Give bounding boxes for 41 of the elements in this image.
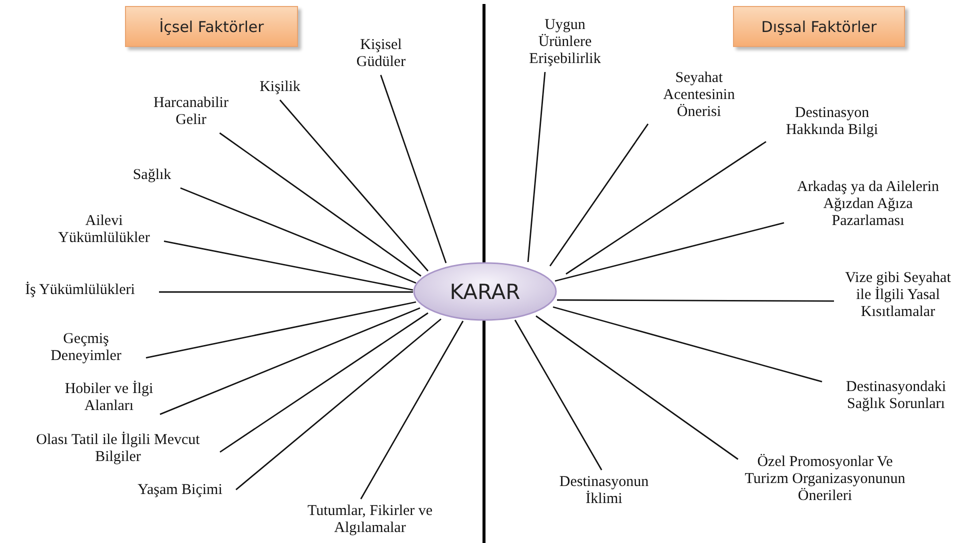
factor-label: Destinasyon Hakkında Bilgi (770, 105, 894, 139)
connector-line (180, 187, 416, 284)
connector-line (536, 315, 738, 460)
factor-label: Destinasyonun İklimi (553, 474, 655, 508)
category-header-box: Dışsal Faktörler (733, 6, 905, 47)
decision-ellipse: KARAR (413, 262, 557, 321)
factor-label: Özel Promosyonlar Ve Turizm Organizasyonunun Önerileri (742, 454, 908, 505)
factor-label: Tutumlar, Fikirler ve Algılamalar (288, 503, 452, 537)
factor-label: Hobiler ve İlgi Alanları (62, 381, 156, 415)
connector-line (549, 124, 649, 266)
factor-label: Olası Tatil ile İlgili Mevcut Bilgiler (20, 432, 216, 466)
factor-label: Harcanabilir Gelir (145, 95, 237, 129)
connector-line (159, 291, 413, 293)
factor-label: Vize gibi Seyahat ile İlgili Yasal Kısıtlamalar (838, 270, 958, 321)
connector-line (360, 320, 464, 500)
category-header-box: İçsel Faktörler (125, 6, 298, 47)
factor-label: Kişilik (245, 79, 315, 96)
connector-line (146, 301, 416, 359)
connector-line (219, 132, 422, 277)
factor-label: Uygun Ürünlere Erişebilirlik (520, 17, 610, 68)
connector-line (552, 306, 822, 382)
connector-line (164, 240, 414, 291)
connector-line (380, 74, 447, 264)
factor-label: Geçmiş Deneyimler (30, 331, 142, 365)
factor-label: Kişisel Güdüler (336, 37, 426, 71)
factor-label: Seyahat Acentesinin Önerisi (652, 70, 746, 121)
connector-line (160, 307, 420, 415)
connector-line (514, 320, 602, 470)
connector-line (557, 299, 834, 302)
connector-line (527, 72, 546, 262)
factor-label: Yaşam Biçimi (128, 482, 232, 499)
connector-line (566, 141, 766, 275)
connector-line (279, 100, 429, 272)
connector-line (236, 318, 442, 490)
factor-label: Destinasyondaki Sağlık Sorunları (826, 379, 966, 413)
factor-label: Ailevi Yükümlülükler (48, 213, 160, 247)
connector-line (554, 222, 784, 282)
connector-line (220, 312, 428, 453)
factor-label: Sağlık (120, 167, 184, 184)
factor-label: İş Yükümlülükleri (5, 282, 155, 299)
factor-label: Arkadaş ya da Ailelerin Ağızdan Ağıza Pazarlaması (788, 179, 948, 230)
